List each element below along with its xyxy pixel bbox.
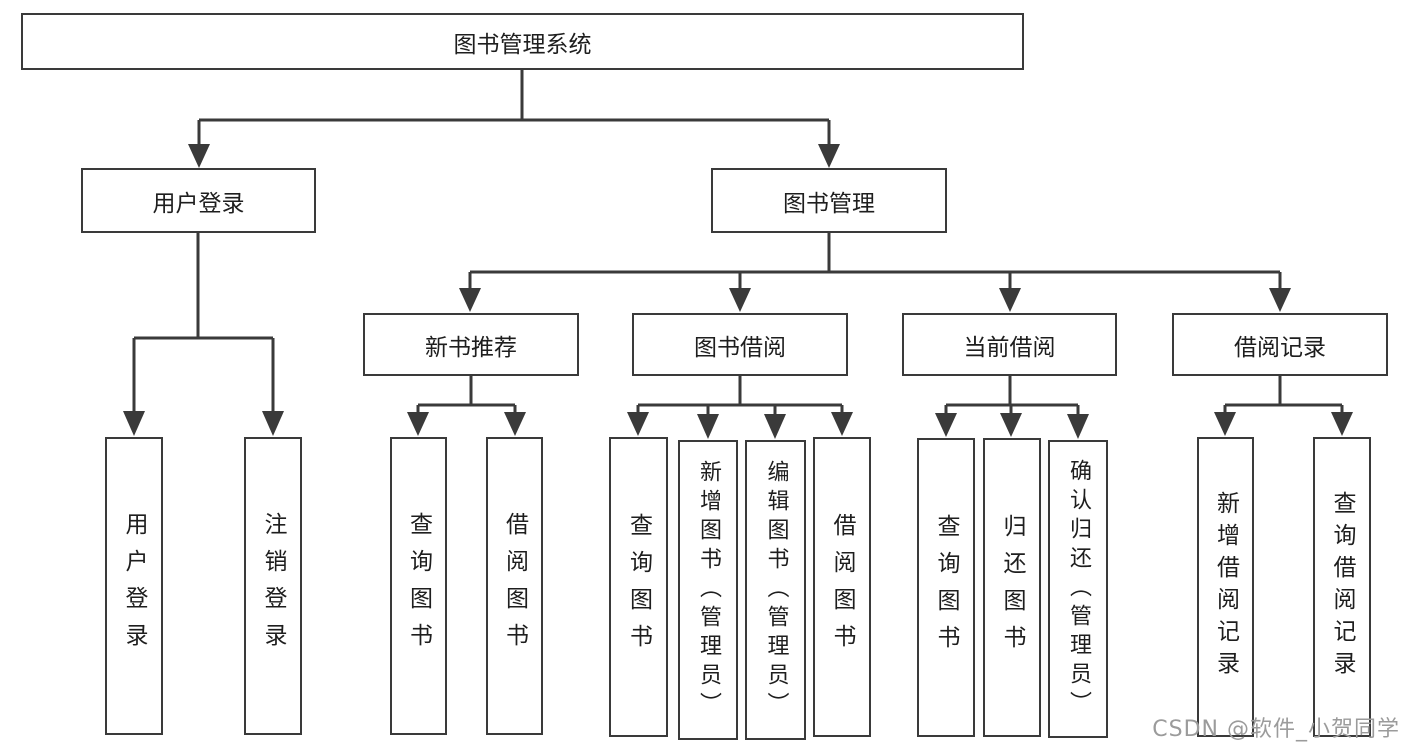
node-borrow-books-borrowing: 借阅图书 [813,437,871,737]
node-book-management: 图书管理 [711,168,947,233]
node-library-system: 图书管理系统 [21,13,1024,70]
node-return-books: 归还图书 [983,438,1041,737]
node-query-books-borrowing: 查询图书 [609,437,668,737]
node-borrow-books-recommend: 借阅图书 [486,437,543,735]
node-add-books-admin: 新增图书（管理员） [678,440,738,740]
node-new-book-recommendation: 新书推荐 [363,313,579,376]
node-logout-action: 注销登录 [244,437,302,735]
node-confirm-return-admin: 确认归还（管理员） [1048,440,1108,738]
arrowhead-icons [123,144,1353,439]
node-query-borrow-record: 查询借阅记录 [1313,437,1371,737]
node-user-login-action: 用户登录 [105,437,163,735]
node-query-books-current: 查询图书 [917,438,975,737]
node-query-books-recommend: 查询图书 [390,437,447,735]
node-edit-books-admin: 编辑图书（管理员） [745,440,806,740]
node-book-borrowing: 图书借阅 [632,313,848,376]
node-borrowing-records: 借阅记录 [1172,313,1388,376]
node-current-borrowing: 当前借阅 [902,313,1117,376]
node-add-borrow-record: 新增借阅记录 [1197,437,1254,737]
node-user-login: 用户登录 [81,168,316,233]
watermark: CSDN @软件_小贺同学 [1152,717,1400,742]
